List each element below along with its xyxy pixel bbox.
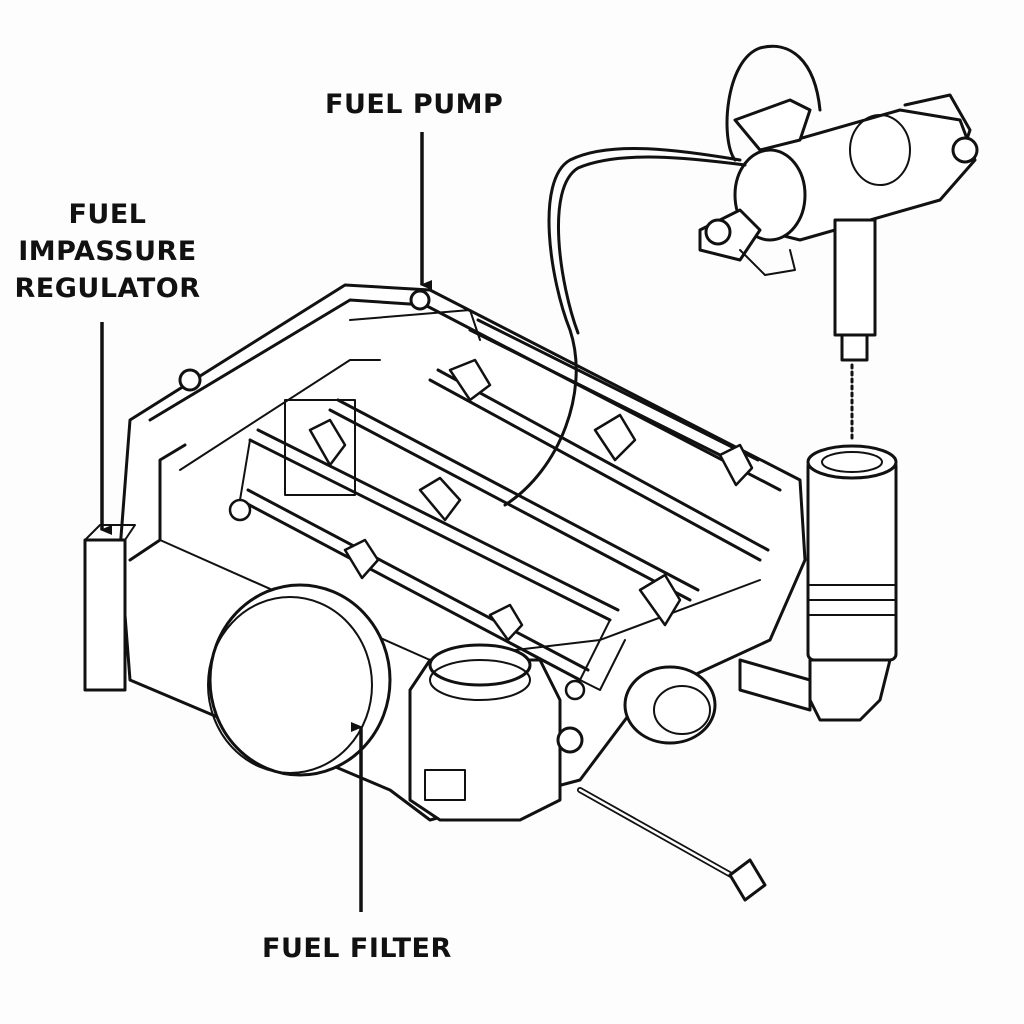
fuel-rails	[238, 318, 770, 691]
pump-wiring	[503, 44, 822, 507]
regulator-label-line-2: IMPASSURE	[18, 236, 197, 267]
injector-clips	[228, 358, 754, 701]
regulator-label-line-3: REGULATOR	[14, 273, 201, 304]
fuel-filter-canister	[207, 583, 392, 777]
regulator-housing	[83, 524, 136, 692]
regulator-label: FUEL IMPASSURE REGULATOR	[5, 196, 210, 307]
fuel-line-bottom	[577, 787, 767, 902]
throttle-body	[408, 643, 562, 822]
regulator-label-line-1: FUEL	[68, 199, 147, 230]
fuel-pump-label: FUEL PUMP	[325, 89, 504, 120]
idle-control-housing	[556, 665, 717, 754]
filter-canister-right	[738, 444, 898, 722]
fuel-filter-label: FUEL FILTER	[262, 933, 452, 964]
callout-arrows	[100, 132, 432, 912]
fuel-pump-assembly	[698, 93, 979, 362]
